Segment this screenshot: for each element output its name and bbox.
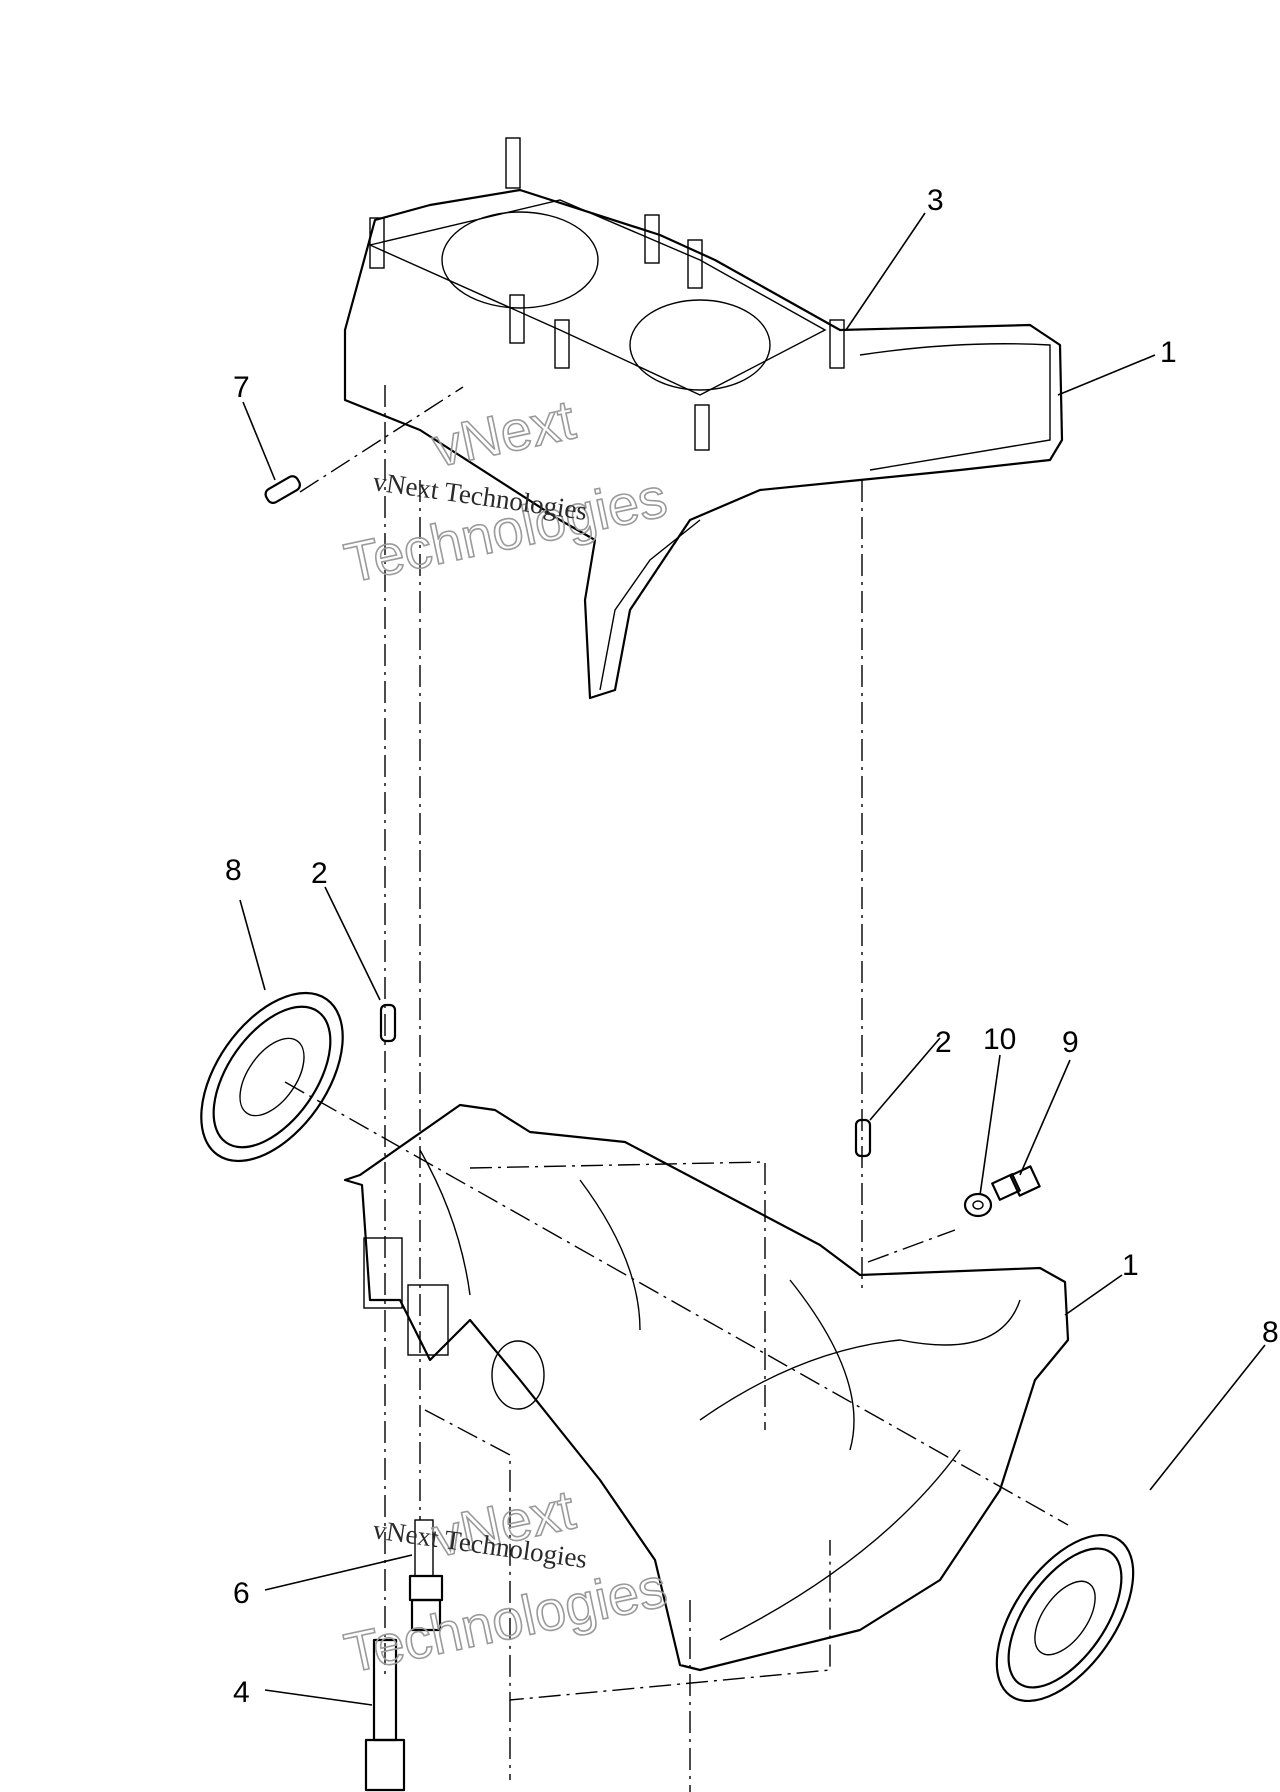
callout-2-left: 2 xyxy=(311,857,328,890)
oil-seal-right xyxy=(995,1533,1135,1703)
watermark-top-big-1: vNext xyxy=(427,387,581,478)
bolt-4 xyxy=(364,1638,406,1792)
upper-crankcase xyxy=(343,137,1064,700)
oil-seal-left xyxy=(200,991,344,1163)
callout-8-right: 8 xyxy=(1262,1316,1279,1349)
dowel-pin-2-left xyxy=(379,1003,397,1043)
callout-6: 6 xyxy=(233,1577,250,1610)
leader-lines xyxy=(239,212,1266,1706)
callout-8-left: 8 xyxy=(225,854,242,887)
callout-7: 7 xyxy=(233,371,250,404)
callout-10: 10 xyxy=(983,1023,1016,1056)
stud-bolt-6 xyxy=(408,1519,444,1632)
callout-4: 4 xyxy=(233,1676,250,1709)
dowel-pin-2-right xyxy=(854,1118,872,1158)
callout-3: 3 xyxy=(927,184,944,217)
dowel-pin-7 xyxy=(264,475,301,504)
callouts: 3 1 7 8 2 2 10 9 1 8 6 4 xyxy=(225,184,1279,1709)
callout-1-lower: 1 xyxy=(1122,1249,1139,1282)
washer-10 xyxy=(963,1192,993,1218)
alignment-axes xyxy=(284,385,1069,1792)
plug-bolt-9 xyxy=(991,1165,1041,1201)
watermark-bottom-big-2: Technologies xyxy=(339,1555,672,1685)
lower-crankcase xyxy=(343,1103,1070,1672)
watermark-bottom: vNext Technologies xyxy=(338,1477,672,1686)
callout-1-upper: 1 xyxy=(1160,336,1177,369)
callout-2-right: 2 xyxy=(935,1026,952,1059)
callout-9: 9 xyxy=(1062,1026,1079,1059)
